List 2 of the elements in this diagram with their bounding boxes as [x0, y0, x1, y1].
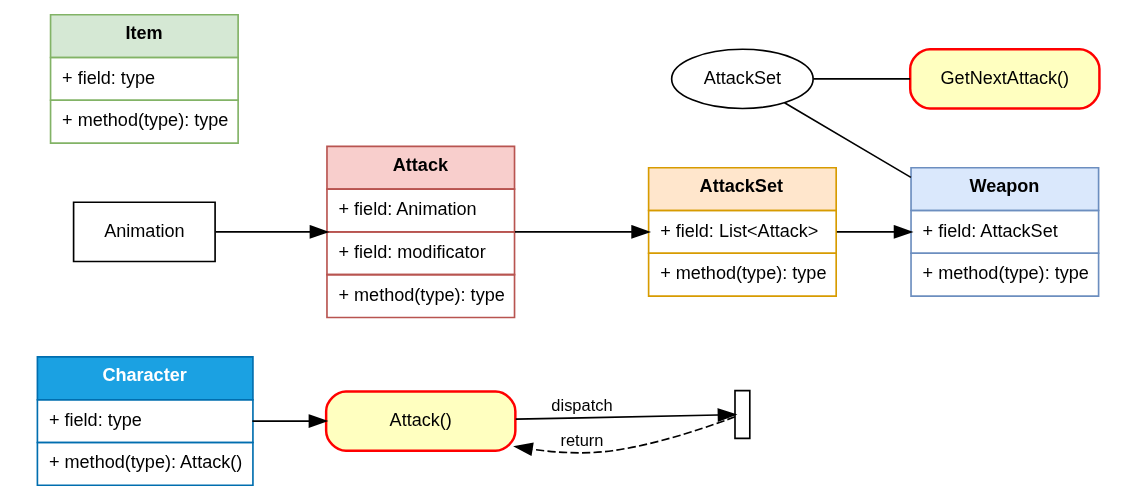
edge-label: dispatch [550, 396, 613, 415]
edge-label: return [560, 430, 603, 449]
